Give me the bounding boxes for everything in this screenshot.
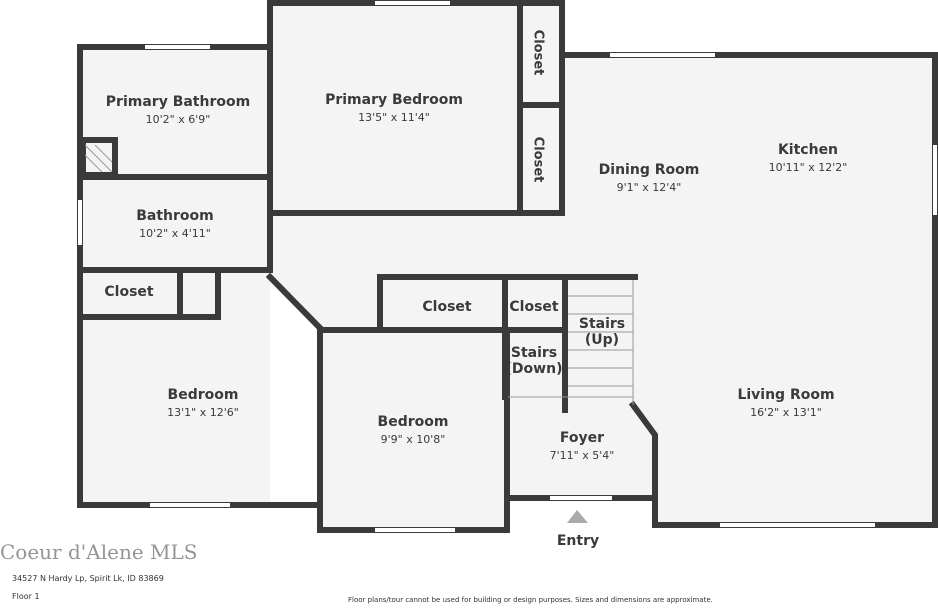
watermark: Coeur d'Alene MLS	[0, 540, 198, 564]
disclaimer: Floor plans/tour cannot be used for buil…	[348, 596, 713, 604]
room-closet-mid: Closet	[422, 299, 471, 315]
room-kitchen: Kitchen 10'11" x 12'2"	[769, 142, 848, 174]
stairs-name: Stairs	[510, 345, 558, 361]
stairs-direction: (Down)	[505, 361, 563, 377]
stairs-name: Stairs	[578, 316, 626, 332]
room-name: Kitchen	[777, 142, 839, 158]
room-dimensions: 13'1" x 12'6"	[167, 406, 239, 419]
room-dimensions: 7'11" x 5'4"	[549, 449, 615, 462]
room-name: Primary Bedroom	[325, 92, 463, 108]
address: 34527 N Hardy Lp, Spirit Lk, ID 83869	[12, 574, 164, 583]
entry-label: Entry	[557, 533, 599, 549]
room-dimensions: 10'2" x 4'11"	[139, 227, 211, 240]
room-bathroom: Bathroom 10'2" x 4'11"	[136, 208, 214, 240]
room-closet-mid2: Closet	[509, 299, 558, 315]
stairs-up: Stairs(Up)	[579, 316, 625, 348]
room-primary-bedroom: Primary Bedroom 13'5" x 11'4"	[325, 92, 463, 124]
room-name: Bedroom	[377, 414, 449, 430]
room-name: Living Room	[737, 387, 835, 403]
stairs-direction: (Up)	[584, 332, 620, 348]
room-bedroom-left: Bedroom 13'1" x 12'6"	[167, 387, 239, 419]
stairs-down: Stairs(Down)	[506, 345, 563, 377]
room-name: Closet	[104, 284, 154, 300]
entry-arrow-icon	[567, 510, 588, 523]
room-dimensions: 16'2" x 13'1"	[750, 406, 822, 419]
room-name: Closet	[422, 299, 472, 315]
room-name: Primary Bathroom	[105, 94, 251, 110]
room-name: Bedroom	[167, 387, 239, 403]
room-dimensions: 13'5" x 11'4"	[358, 111, 430, 124]
room-name: Closet	[509, 299, 559, 315]
room-dimensions: 10'11" x 12'2"	[768, 161, 848, 174]
room-dimensions: 10'2" x 6'9"	[145, 113, 211, 126]
room-foyer: Foyer 7'11" x 5'4"	[550, 430, 615, 462]
room-name: Foyer	[559, 430, 605, 446]
room-dimensions: 9'9" x 10'8"	[380, 433, 446, 446]
room-living-room: Living Room 16'2" x 13'1"	[737, 387, 834, 419]
room-name: Bathroom	[136, 208, 214, 224]
room-dining-room: Dining Room 9'1" x 12'4"	[599, 162, 700, 194]
room-primary-bathroom: Primary Bathroom 10'2" x 6'9"	[106, 94, 250, 126]
entry-text: Entry	[556, 533, 600, 549]
floor-label: Floor 1	[12, 592, 40, 601]
room-bedroom-center: Bedroom 9'9" x 10'8"	[378, 414, 449, 446]
room-closet-top2: Closet	[530, 136, 546, 183]
room-closet-left: Closet	[104, 284, 153, 300]
room-name: Dining Room	[598, 162, 700, 178]
room-closet-top1: Closet	[530, 29, 546, 76]
room-dimensions: 9'1" x 12'4"	[616, 181, 682, 194]
